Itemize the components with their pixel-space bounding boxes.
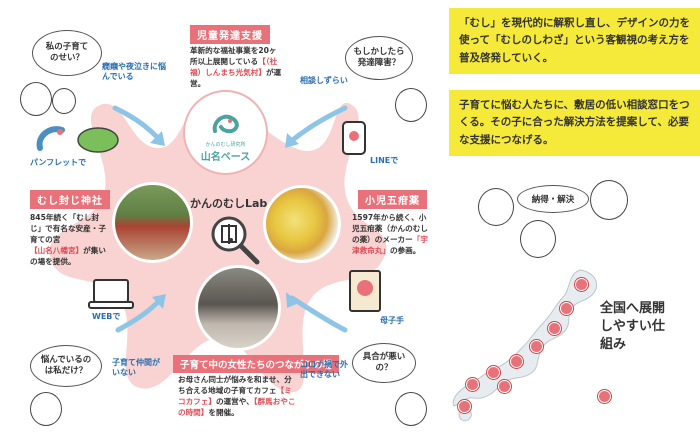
gohyakuyaku-desc-org: 「宇津救命丸」 [352, 235, 428, 255]
map-pin-tohoku [560, 302, 573, 315]
worried-mother-face [20, 82, 52, 116]
map-pin-kansai [510, 355, 523, 368]
concept-box-1-text: 「むし」を現代的に解釈し直し、デザインの力を使って「むしのしわざ」という客観視の… [459, 17, 690, 64]
jidou-desc-end: が運営。 [190, 68, 282, 88]
base-name-label: 山名ベース [200, 152, 251, 163]
gohyakuyaku-desc-end: の参画。 [389, 246, 421, 255]
nattoku-bubble: 納得・解決 [517, 185, 589, 213]
magnifier-bug-icon [211, 216, 260, 265]
map-pin-east [598, 390, 611, 403]
bubble-bottom-left-text: 悩んでいるのは私だけ？ [40, 355, 92, 376]
josei-desc-text: お母さん同士が悩みを和ませ、分ち合える地域の子育てカフェ [178, 375, 292, 395]
gohyakuyaku-description: 1597年から続く、小児五疳薬（かんのむしの薬）のメーカー「宇津救命丸」の参画。 [352, 212, 430, 256]
map-pin-kanto [548, 322, 561, 335]
happy-face-1 [478, 188, 514, 226]
zenkoku-text: 全国へ展開しやすい仕組み [600, 301, 666, 353]
concept-box-1: 「むし」を現代的に解釈し直し、デザインの力を使って「むしのしわざ」という客観視の… [449, 8, 700, 74]
label-boshi: 母子手 [380, 316, 404, 325]
josei-desc-mid: の運営や、 [215, 397, 254, 406]
map-pin-hokkaido [575, 278, 588, 291]
map-pin-chugoku [487, 366, 500, 379]
smartphone-icon [342, 121, 366, 155]
label-pamphlet: パンフレットで [30, 158, 87, 167]
jinja-desc-org: 【山名八幡宮】 [30, 246, 84, 255]
jidou-desc-text: 革新的な福祉事業を20ヶ所以上展開している [190, 46, 277, 66]
jinja-title: むし封じ神社 [30, 190, 110, 209]
map-pin-kyushu [466, 378, 479, 391]
map-pin-chubu [530, 340, 543, 353]
label-night: 癇癪や夜泣きに悩んでいる [102, 62, 166, 82]
shrimp-logo-icon [212, 114, 239, 134]
jidou-desc-org: 【（社福）しんまち光気村】 [190, 57, 278, 77]
base-small-label: かんのむし研究所 [205, 142, 246, 148]
women-group-photo [195, 265, 281, 351]
happy-face-3 [520, 220, 556, 258]
map-pin-okinawa [458, 400, 471, 413]
worried-face-right [395, 88, 427, 122]
bubble-bottom-right-text: 具合が悪いの？ [362, 352, 406, 373]
label-line: LINEで [370, 156, 399, 165]
josei-desc-cafe: 【ミコカフェ】 [178, 386, 292, 406]
jinja-desc-end: が集いの場を提供。 [30, 246, 106, 266]
worried-face-bottom-left [30, 392, 62, 426]
nattoku-text: 納得・解決 [531, 195, 575, 205]
medicine-photo [263, 185, 341, 263]
mother-child-handbook-icon [349, 270, 381, 312]
josei-desc-end: を開催。 [208, 408, 239, 417]
jinja-desc-text: 845年続く「むし封じ」で有名な安産・子育ての宮 [30, 213, 106, 244]
bubble-top-left: 私の子育てのせい？ [32, 30, 102, 76]
label-web: WEBで [92, 312, 121, 321]
label-soudan: 相談しずらい [300, 76, 348, 85]
label-corona: コロナ禍で外出できない [300, 360, 348, 380]
jidou-description: 革新的な福祉事業を20ヶ所以上展開している【（社福）しんまち光気村】が運営。 [190, 45, 282, 89]
gohyakuyaku-title: 小児五疳薬 [358, 190, 427, 209]
label-nakama: 子育て仲間がいない [112, 358, 160, 378]
center-title: かんのむしLab. [190, 197, 272, 210]
happy-face-2 [590, 180, 628, 220]
map-pin-shikoku [498, 380, 511, 393]
concept-box-2: 子育てに悩む人たちに、敷居の低い相談窓口をつくる。その子に合った解決方法を提案し… [449, 90, 700, 156]
shrine-photo [112, 182, 193, 263]
josei-description: お母さん同士が悩みを和ませ、分ち合える地域の子育てカフェ【ミコカフェ】の運営や、… [178, 374, 298, 418]
bubble-top-right: もしかしたら発達障害？ [345, 36, 413, 80]
josei-title: 子育て中の女性たちのつながりの場 [173, 355, 340, 373]
bubble-top-left-text: 私の子育てのせい？ [45, 42, 89, 63]
bubble-bottom-right: 具合が悪いの？ [352, 343, 416, 383]
gohyakuyaku-desc-text: 1597年から続く、小児五疳薬（かんのむしの薬）のメーカー [352, 213, 428, 244]
laptop-icon [88, 279, 134, 309]
worried-parent-face [52, 88, 76, 114]
concept-box-2-text: 子育てに悩む人たちに、敷居の低い相談窓口をつくる。その子に合った解決方法を提案し… [459, 99, 690, 146]
jidou-title: 児童発達支援 [190, 25, 270, 44]
bubble-bottom-left: 悩んでいるのは私だけ？ [30, 345, 102, 387]
josei-desc-event: 【群馬おやこの時間】 [178, 397, 296, 417]
shrimp-pamphlet-icon [36, 126, 119, 153]
center-logo-circle: かんのむし研究所 山名ベース [183, 90, 268, 175]
bubble-top-right-text: もしかしたら発達障害？ [353, 47, 405, 68]
worried-face-bottom-right [395, 392, 427, 426]
jinja-description: 845年続く「むし封じ」で有名な安産・子育ての宮【山名八幡宮】が集いの場を提供。 [30, 212, 110, 267]
